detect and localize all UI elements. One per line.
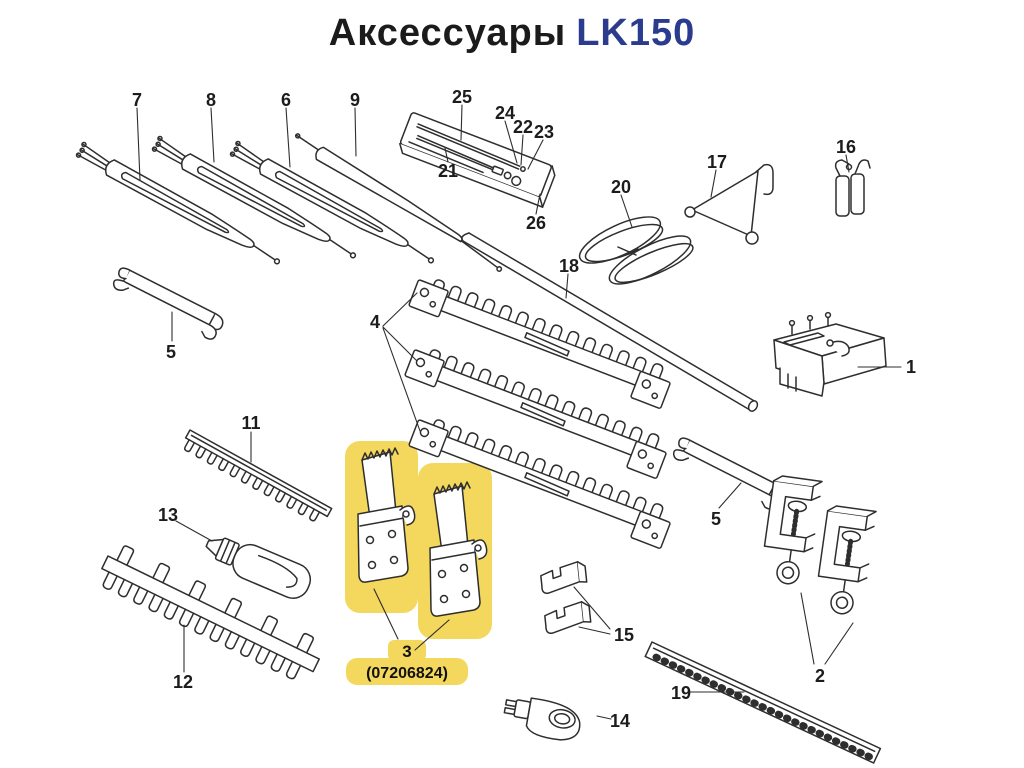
part-label-7: 7 [132, 90, 142, 110]
part-5-spring-clip-left [106, 266, 230, 342]
part-12-spacer-comb [101, 544, 320, 686]
part-label-18: 18 [559, 256, 579, 276]
part-label-21: 21 [438, 161, 458, 181]
part-13-oil-bottle [205, 537, 312, 599]
part-20-cord [578, 216, 694, 285]
part-label-9: 9 [350, 90, 360, 110]
part-label-6: 6 [281, 90, 291, 110]
part-label-17: 17 [707, 152, 727, 172]
part-label-20: 20 [611, 177, 631, 197]
part-label-1: 1 [906, 357, 916, 377]
leader-lines [136, 104, 902, 720]
part-label-24: 24 [495, 103, 515, 123]
highlight-chip-code [346, 658, 468, 685]
part-label-11: 11 [241, 413, 260, 433]
part-label-23: 23 [534, 122, 554, 142]
part-label-5-right: 5 [711, 509, 721, 529]
part-15-fork-clip-a [538, 560, 589, 595]
part-17-wire-guide [684, 163, 774, 245]
part-16-clamp-block [834, 159, 871, 217]
part-label-22: 22 [513, 117, 533, 137]
part-label-8: 8 [206, 90, 216, 110]
part-label-13: 13 [158, 505, 178, 525]
part-label-26: 26 [526, 213, 546, 233]
part-label-5-left: 5 [166, 342, 176, 362]
part-1-row-counter [773, 311, 887, 397]
part-code-highlighted: (07206824) [366, 665, 448, 682]
part-14-latch-tool [503, 697, 581, 741]
part-label-2: 2 [815, 666, 825, 686]
part-labels: 7 8 6 9 25 24 22 23 21 26 20 17 16 18 4 … [132, 87, 916, 731]
part-19-gauge-ruler [644, 641, 882, 764]
part-2-table-clamp-b [814, 505, 876, 617]
part-label-16: 16 [836, 137, 856, 157]
highlight-chip-number [388, 640, 426, 661]
part-label-4: 4 [370, 312, 380, 332]
part-label-3-highlighted: 3 [402, 642, 411, 661]
part-15-fork-clip-b [542, 600, 593, 635]
part-label-19: 19 [671, 683, 691, 703]
part-label-14: 14 [610, 711, 630, 731]
part-label-15: 15 [614, 625, 634, 645]
part-label-25: 25 [452, 87, 472, 107]
part-label-12: 12 [173, 672, 193, 692]
title-product: Аксессуары [328, 12, 567, 54]
title-model: LK150 [576, 12, 696, 54]
part-11-needle-pusher [180, 429, 333, 526]
part-18-rail-rod [461, 232, 759, 412]
part-21-26-needle-case [399, 112, 556, 208]
